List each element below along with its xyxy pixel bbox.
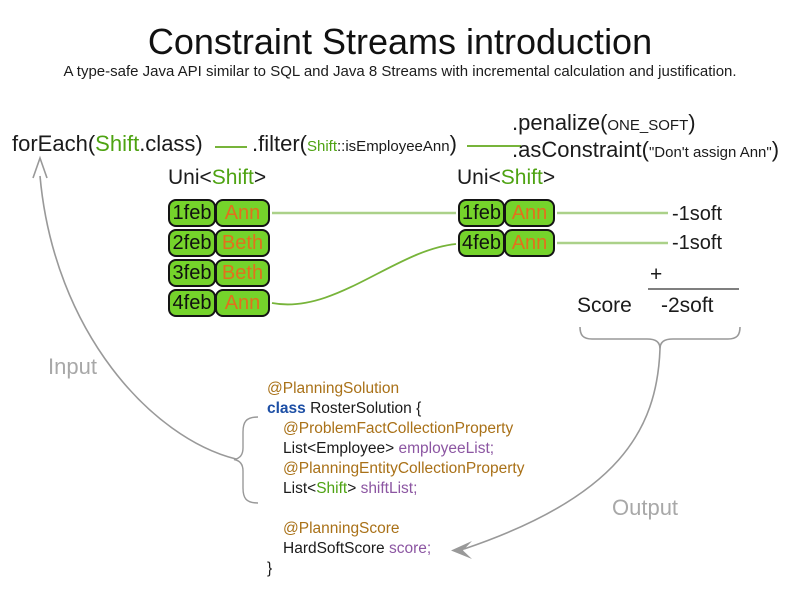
shift-row: 4feb Ann: [168, 289, 270, 317]
right-table-label: Uni<Shift>: [457, 166, 555, 190]
output-label: Output: [612, 495, 679, 520]
code-segment-annotation: @PlanningScore: [283, 520, 400, 537]
filter-arg-rest: ::isEmployeeAnn: [337, 138, 450, 155]
right-shift-table: 1feb Ann 4feb Ann: [458, 199, 555, 257]
foreach-post: .class): [139, 131, 203, 156]
penalize-arg: ONE_SOFT: [607, 117, 689, 134]
asconstraint-arg: "Don't assign Ann": [648, 144, 772, 161]
shift-employee-cell: Ann: [215, 199, 270, 227]
code-line: }: [267, 559, 524, 579]
penalize-expression: .penalize(ONE_SOFT): [512, 110, 696, 136]
code-line: List<Shift> shiftList;: [267, 479, 524, 499]
shift-date-cell: 4feb: [168, 289, 216, 317]
input-arrowhead: [32, 155, 48, 179]
shift-employee-cell: Ann: [215, 289, 270, 317]
code-segment-plain: List<Employee>: [283, 440, 399, 457]
connector-row4-curve: [271, 243, 457, 306]
code-segment-plain: }: [267, 560, 273, 577]
code-segment-field: shiftList;: [360, 480, 418, 497]
shift-row: 2feb Beth: [168, 229, 270, 257]
score-bracket: [579, 326, 741, 350]
foreach-class: Shift: [95, 131, 140, 156]
filter-pre: .filter(: [252, 131, 307, 156]
code-segment-plain: >: [347, 480, 361, 497]
code-segment-keyword: class: [267, 400, 306, 417]
code-line: @PlanningScore: [267, 519, 524, 539]
shift-date-cell: 1feb: [458, 199, 505, 227]
subtitle: A type-safe Java API similar to SQL and …: [63, 63, 737, 80]
code-segment-plain: HardSoftScore: [283, 540, 389, 557]
code-segment-field: employeeList;: [398, 440, 495, 457]
penalize-pre: .penalize(: [512, 110, 608, 135]
code-segment-plain: List<: [283, 480, 317, 497]
filter-arg-class: Shift: [307, 138, 338, 155]
code-line: List<Employee> employeeList;: [267, 439, 524, 459]
shift-row: 1feb Ann: [458, 199, 555, 227]
code-segment-type-green: Shift: [316, 480, 348, 497]
code-line: @ProblemFactCollectionProperty: [267, 419, 524, 439]
left-table-label-post: >: [253, 166, 267, 189]
shift-date-cell: 3feb: [168, 259, 216, 287]
shift-row: 1feb Ann: [168, 199, 270, 227]
left-table-label-class: Shift: [211, 166, 254, 189]
asconstraint-pre: .asConstraint(: [512, 137, 649, 162]
shift-date-cell: 2feb: [168, 229, 216, 257]
asconstraint-expression: .asConstraint("Don't assign Ann"): [512, 137, 779, 163]
asconstraint-post: ): [771, 137, 780, 162]
shift-employee-cell: Ann: [504, 199, 555, 227]
penalize-post: ): [688, 110, 696, 135]
code-line: @PlanningSolution: [267, 379, 524, 399]
score-total: -2soft: [661, 294, 714, 317]
shift-employee-cell: Beth: [215, 229, 270, 257]
filter-expression: .filter(Shift::isEmployeeAnn): [252, 131, 457, 157]
plus-sign: +: [650, 263, 663, 286]
shift-row: 4feb Ann: [458, 229, 555, 257]
code-line: [267, 499, 524, 519]
penalty-value-1: -1soft: [672, 203, 723, 225]
filter-post: ): [449, 131, 457, 156]
page-title: Constraint Streams introduction: [147, 21, 653, 62]
code-brace: [233, 416, 259, 504]
right-table-label-class: Shift: [500, 166, 543, 189]
foreach-expression: forEach(Shift.class): [12, 131, 203, 157]
shift-date-cell: 4feb: [458, 229, 505, 257]
code-segment-field: score;: [388, 540, 432, 557]
right-table-label-pre: Uni<: [457, 166, 501, 189]
foreach-pre: forEach(: [12, 131, 96, 156]
left-table-label: Uni<Shift>: [168, 166, 266, 190]
shift-row: 3feb Beth: [168, 259, 270, 287]
left-table-label-pre: Uni<: [168, 166, 212, 189]
code-line: @PlanningEntityCollectionProperty: [267, 459, 524, 479]
shift-employee-cell: Beth: [215, 259, 270, 287]
shift-employee-cell: Ann: [504, 229, 555, 257]
code-segment-annotation: @PlanningSolution: [267, 380, 400, 397]
right-table-label-post: >: [542, 166, 556, 189]
code-line: class RosterSolution {: [267, 399, 524, 419]
code-segment-annotation: @PlanningEntityCollectionProperty: [283, 460, 525, 477]
score-label: Score: [577, 294, 632, 317]
code-segment-annotation: @ProblemFactCollectionProperty: [283, 420, 514, 437]
left-shift-table: 1feb Ann 2feb Beth 3feb Beth 4feb Ann: [168, 199, 270, 317]
code-line: HardSoftScore score;: [267, 539, 524, 559]
input-label: Input: [48, 354, 97, 379]
penalty-value-2: -1soft: [672, 232, 723, 254]
code-segment-plain: RosterSolution {: [305, 400, 422, 417]
shift-date-cell: 1feb: [168, 199, 216, 227]
